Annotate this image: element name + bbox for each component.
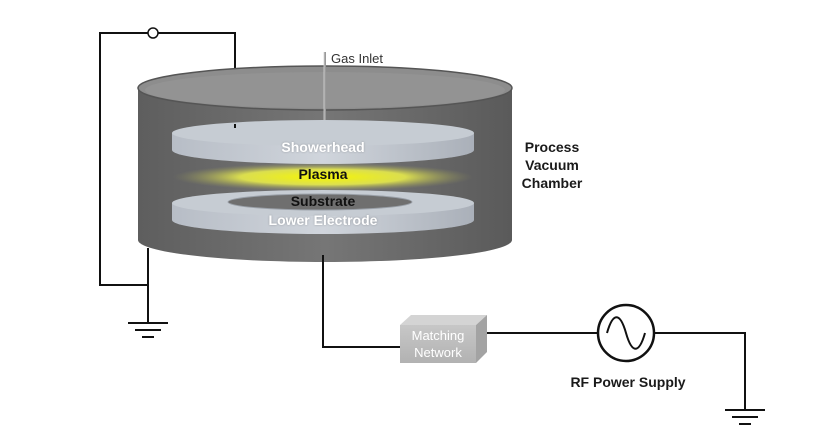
gas-inlet-label: Gas Inlet [331,51,384,66]
lower-electrode-label: Lower Electrode [268,212,378,228]
showerhead-label: Showerhead [281,139,365,155]
matching-network-box [400,315,487,363]
chamber-label: Process Vacuum Chamber [506,138,598,192]
plasma-glow [173,163,473,191]
matching-label-line: Matching [411,328,465,343]
matching-network-label: Matching Network [398,327,478,361]
rf-to-ground-wire [654,332,746,410]
substrate-wafer [227,193,413,211]
substrate-label: Substrate [290,193,356,209]
chamber-label-line: Chamber [521,175,583,191]
lower-electrode-disc [172,190,474,234]
rf-power-supply-label: RF Power Supply [570,374,686,390]
chamber-label-line: Process [524,139,580,155]
ground-symbol-right-icon [725,409,765,425]
left-ground-wire [99,32,236,286]
ground-symbol-left-icon [128,322,168,338]
rf-source-icon [596,303,656,363]
showerhead-disc [172,120,474,164]
plasma-label: Plasma [298,166,348,182]
switch-terminal [147,27,159,39]
chamber-label-line: Vacuum [525,157,579,173]
matching-label-line: Network [414,345,462,360]
electrode-to-matching-wire [322,255,400,348]
